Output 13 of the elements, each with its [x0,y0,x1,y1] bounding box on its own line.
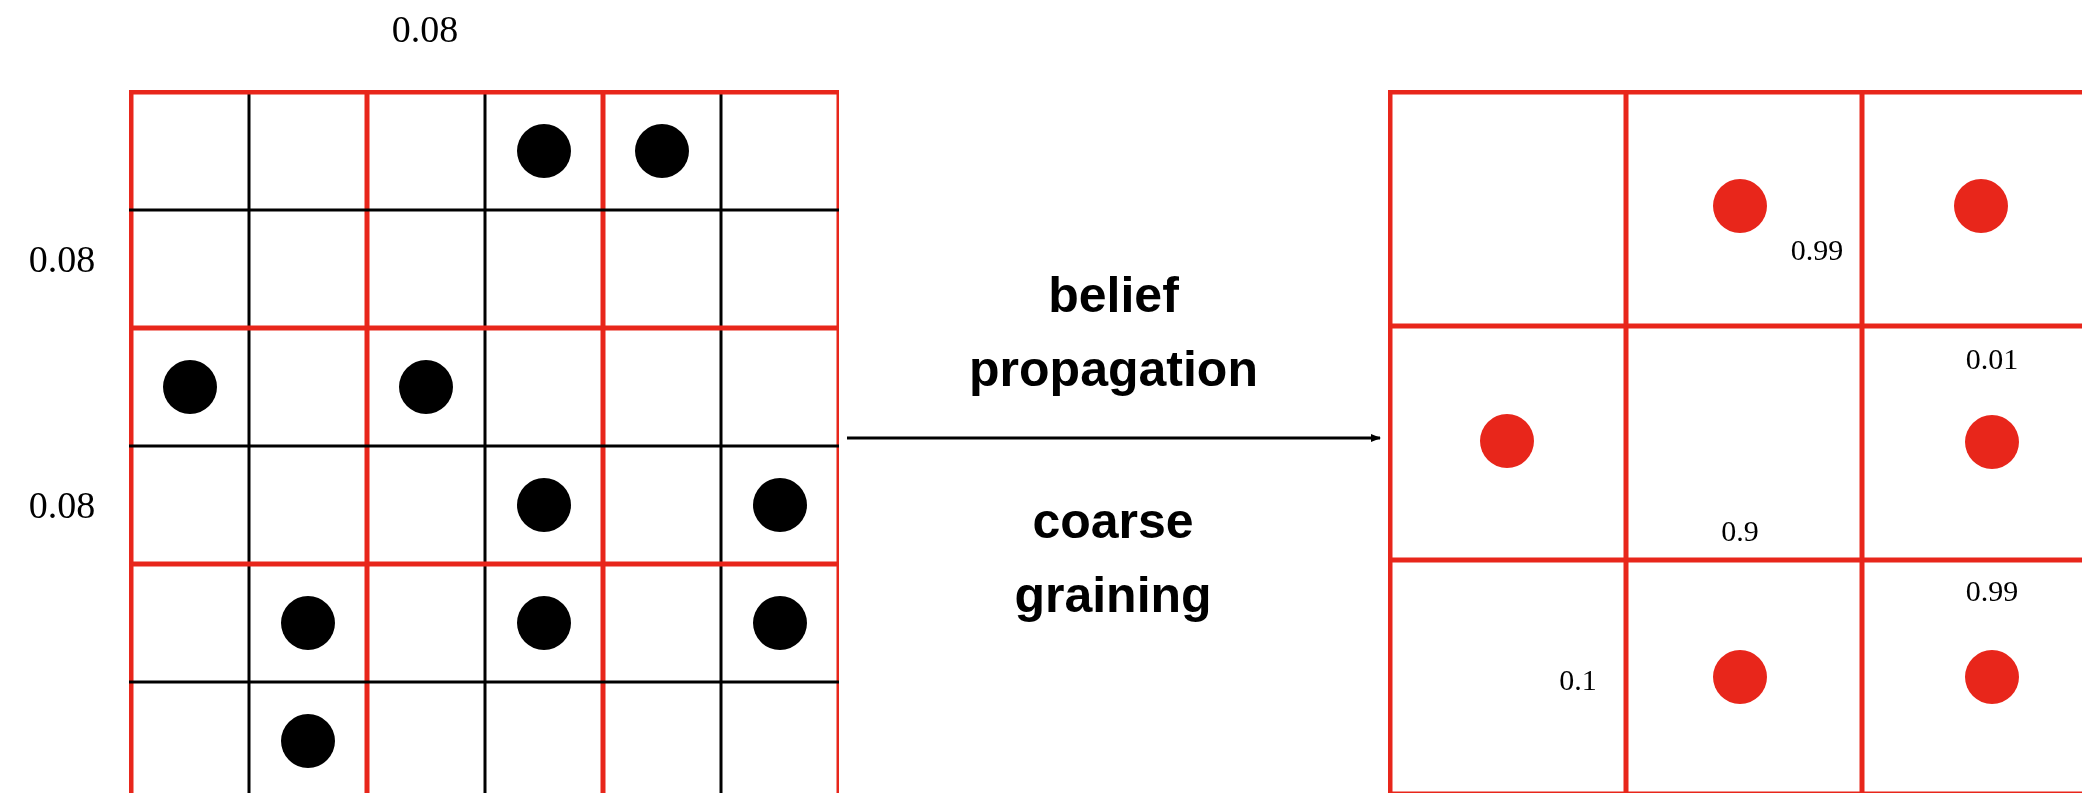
probability-value: 0.08 [391,7,459,51]
probability-value: 0.08 [28,237,96,281]
probability-value: 0.08 [28,483,96,527]
probability-value: 0.9 [1721,514,1759,548]
edge-label: belief propagation [968,266,1259,399]
probability-value: 0.1 [1559,663,1597,697]
grid-drawing [1388,90,2082,793]
probability-value: 0.99 [1965,574,2019,608]
probability-value: 0.01 [1965,342,2019,376]
step-label: coarse graining [1013,492,1213,625]
grid-drawing [129,90,839,793]
probability-value: 0.99 [1790,233,1844,267]
arrow [847,434,1381,442]
